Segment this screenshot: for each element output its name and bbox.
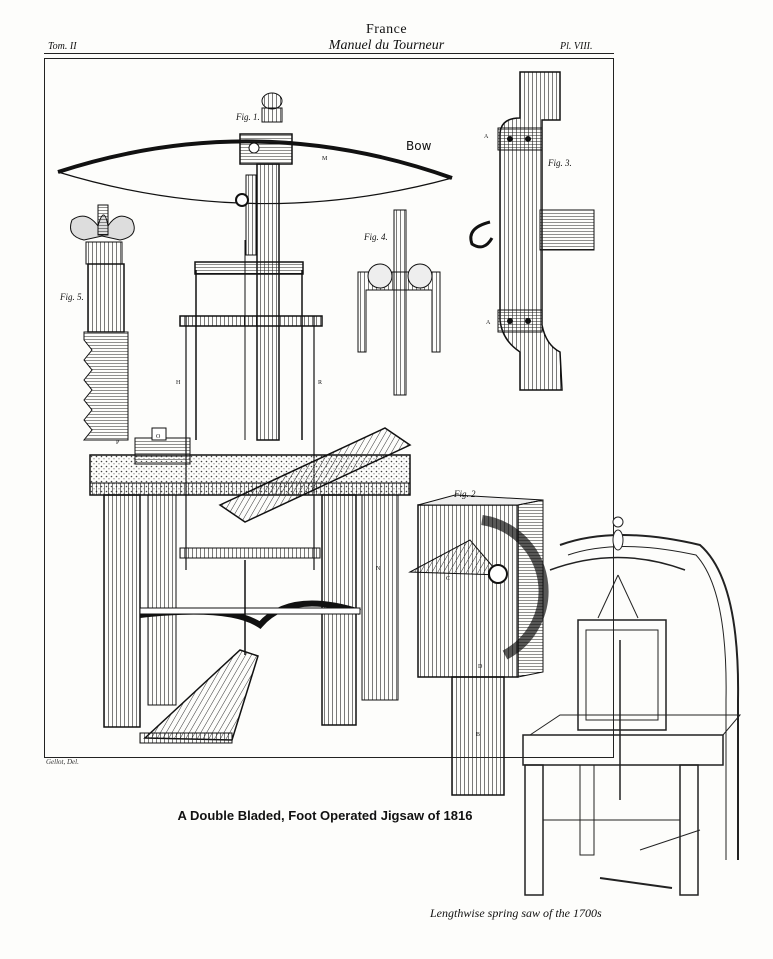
letter-h: H xyxy=(176,380,181,386)
letter-d: D xyxy=(478,664,483,670)
letter-r: R xyxy=(318,380,322,386)
header-rule xyxy=(44,53,614,54)
header-plate-number: Pl. VIII. xyxy=(560,41,593,52)
fig1-label: Fig. 1. xyxy=(235,112,260,122)
letter-n: N xyxy=(376,566,381,572)
header-country: France xyxy=(365,22,408,37)
header-book-title: Manuel du Tourneur xyxy=(328,38,445,53)
engraver-signature: Gellot, Del. xyxy=(46,758,79,766)
fig3-bracket-drawing xyxy=(469,71,595,391)
fig5-label: Fig. 5. xyxy=(59,292,84,302)
letter-a-bottom: A xyxy=(486,320,491,326)
spring-saw-drawing xyxy=(522,516,742,896)
fig2-protractor-drawing xyxy=(408,494,549,796)
letter-p: P xyxy=(116,440,120,446)
main-caption: A Double Bladed, Foot Operated Jigsaw of… xyxy=(177,808,473,823)
letter-m: M xyxy=(322,156,328,162)
fig3-label: Fig. 3. xyxy=(547,158,572,168)
bow-label: Bow xyxy=(406,139,432,153)
fig4-label: Fig. 4. xyxy=(363,232,388,242)
fig5-blade-clamp-drawing xyxy=(70,204,135,441)
fig4-guide-drawing xyxy=(357,209,441,396)
fig2-label: Fig. 2 xyxy=(453,489,476,499)
letter-c: C xyxy=(446,576,450,582)
letter-o: O xyxy=(156,434,161,440)
spring-saw-caption: Lengthwise spring saw of the 1700s xyxy=(430,906,602,920)
fig1-jigsaw-drawing xyxy=(57,92,453,744)
header-tome: Tom. II xyxy=(48,41,77,52)
letter-b: B xyxy=(476,732,480,738)
letter-a-top: A xyxy=(484,134,489,140)
